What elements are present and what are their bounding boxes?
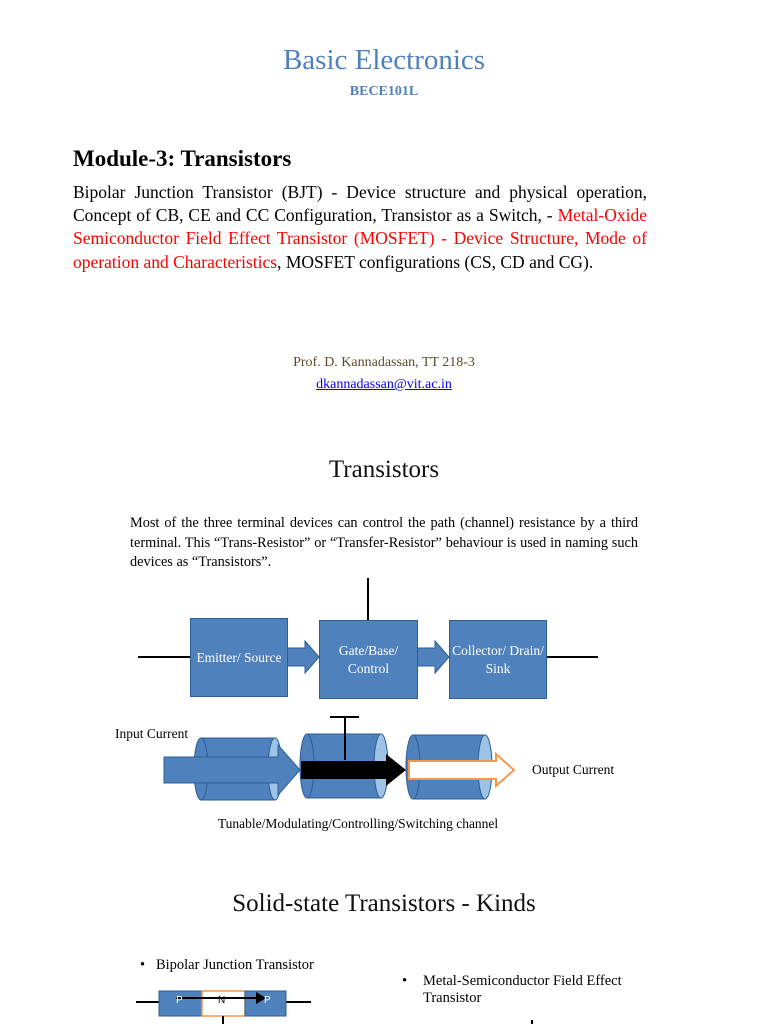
output-current-label: Output Current xyxy=(532,762,615,777)
controlled-current-arrow xyxy=(301,754,406,786)
email-link[interactable]: dkannadassan@vit.ac.in xyxy=(316,377,452,392)
bullet-dot-icon: • xyxy=(402,973,408,989)
pnp-label-n: N xyxy=(218,995,226,1006)
block-emitter-source: Emitter/ Source xyxy=(190,618,288,697)
bullet-mesfet: • Metal-Semiconductor Field Effect Trans… xyxy=(402,973,662,1007)
syllabus-text-highlight: Metal-Oxide Semiconductor Field Effect T… xyxy=(73,205,647,272)
bullet-bjt: • Bipolar Junction Transistor xyxy=(140,957,314,974)
block-gate-base-control: Gate/Base/ Control xyxy=(319,620,418,699)
channel-caption: Tunable/Modulating/Controlling/Switching… xyxy=(217,816,499,831)
transistors-paragraph: Most of the three terminal devices can c… xyxy=(130,515,638,570)
output-current-arrow xyxy=(408,751,516,789)
module-syllabus: Bipolar Junction Transistor (BJT) - Devi… xyxy=(73,181,647,274)
course-code: BECE101L xyxy=(349,84,419,99)
module-heading: Module-3: Transistors xyxy=(73,146,292,171)
input-current-label: Input Current xyxy=(115,726,189,741)
pnp-label-p2: P xyxy=(264,995,271,1006)
transistors-heading: Transistors xyxy=(328,456,440,483)
syllabus-text-1: Bipolar Junction Transistor (BJT) - Devi… xyxy=(73,182,647,226)
block-collector-drain-sink: Collector/ Drain/ Sink xyxy=(449,620,547,699)
input-current-arrow xyxy=(163,743,301,797)
syllabus-text-2: , MOSFET configurations (CS, CD and CG). xyxy=(277,251,594,272)
bullet-bjt-text: Bipolar Junction Transistor xyxy=(155,957,314,973)
author-email: dkannadassan@vit.ac.in xyxy=(0,377,768,393)
kinds-heading: Solid-state Transistors - Kinds xyxy=(232,890,536,917)
bullet-mesfet-text: Metal-Semiconductor Field Effect Transis… xyxy=(423,973,622,1006)
pnp-label-p1: P xyxy=(176,995,183,1006)
document-title: Basic Electronics xyxy=(282,44,486,76)
author-name: Prof. D. Kannadassan, TT 218-3 xyxy=(293,355,475,370)
bullet-dot-icon: • xyxy=(140,957,146,973)
